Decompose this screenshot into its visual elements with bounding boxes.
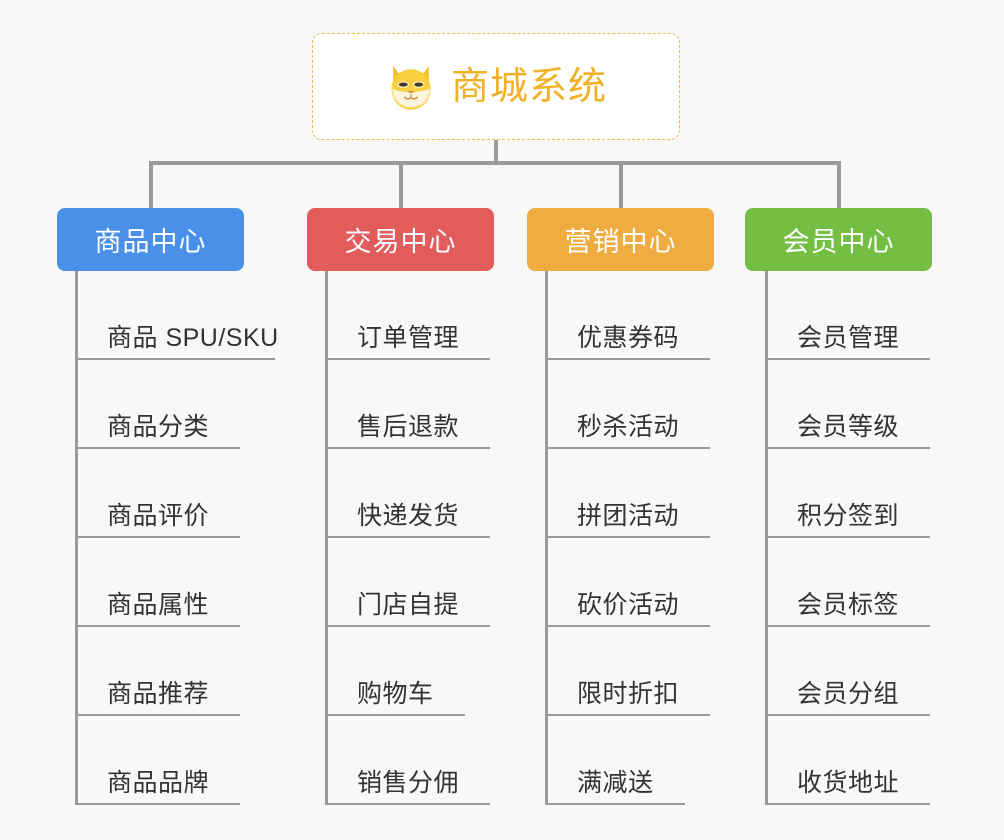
leaf-item-label: 收货地址 — [797, 768, 900, 797]
root-node[interactable]: 商城系统 — [312, 33, 680, 140]
leaf-item-label: 门店自提 — [357, 590, 460, 619]
branch-drop-line-1 — [149, 161, 153, 208]
leaf-item[interactable]: 销售分佣 — [325, 716, 490, 805]
branch-drop-line-3 — [619, 161, 623, 208]
leaf-item[interactable]: 购物车 — [325, 627, 465, 716]
leaf-item-label: 会员标签 — [797, 590, 900, 619]
leaf-item[interactable]: 收货地址 — [765, 716, 930, 805]
leaf-item[interactable]: 商品品牌 — [75, 716, 240, 805]
leaf-item[interactable]: 限时折扣 — [545, 627, 710, 716]
leaf-item-label: 销售分佣 — [357, 768, 460, 797]
leaf-item[interactable]: 积分签到 — [765, 449, 930, 538]
leaf-item-label: 会员管理 — [797, 323, 900, 352]
category-header-member[interactable]: 会员中心 — [745, 208, 932, 271]
leaf-rail-line — [325, 271, 328, 805]
leaf-item-label: 商品推荐 — [107, 679, 210, 708]
branch-drop-line-2 — [399, 161, 403, 208]
leaf-item[interactable]: 拼团活动 — [545, 449, 710, 538]
leaf-item-label: 购物车 — [357, 679, 434, 708]
leaf-item-label: 优惠券码 — [577, 323, 680, 352]
branch-drop-line-4 — [837, 161, 841, 208]
category-header-label: 会员中心 — [782, 227, 895, 257]
leaf-rail-line — [75, 271, 78, 805]
leaf-item[interactable]: 快递发货 — [325, 449, 490, 538]
leaf-item[interactable]: 砍价活动 — [545, 538, 710, 627]
leaf-item-label: 限时折扣 — [577, 679, 680, 708]
leaf-item-label: 商品分类 — [107, 412, 210, 441]
leaf-item-label: 会员等级 — [797, 412, 900, 441]
leaf-item-label: 快递发货 — [357, 501, 460, 530]
leaf-item[interactable]: 门店自提 — [325, 538, 490, 627]
leaf-item-label: 商品属性 — [107, 590, 210, 619]
leaf-item[interactable]: 会员标签 — [765, 538, 930, 627]
trunk-bar-line — [150, 161, 840, 165]
leaf-item-label: 订单管理 — [357, 323, 460, 352]
leaf-item-label: 满减送 — [577, 768, 654, 797]
category-header-trade[interactable]: 交易中心 — [307, 208, 494, 271]
leaf-item[interactable]: 商品评价 — [75, 449, 240, 538]
category-header-product[interactable]: 商品中心 — [57, 208, 244, 271]
leaf-item[interactable]: 商品分类 — [75, 360, 240, 449]
root-title: 商城系统 — [450, 65, 607, 108]
leaf-item-label: 会员分组 — [797, 679, 900, 708]
category-header-label: 营销中心 — [564, 227, 677, 257]
leaf-item[interactable]: 秒杀活动 — [545, 360, 710, 449]
leaf-item[interactable]: 会员分组 — [765, 627, 930, 716]
leaf-item-label: 商品评价 — [107, 501, 210, 530]
leaf-item[interactable]: 优惠券码 — [545, 271, 710, 360]
leaf-item[interactable]: 商品推荐 — [75, 627, 240, 716]
leaf-item-label: 售后退款 — [357, 412, 460, 441]
leaf-item-label: 商品 SPU/SKU — [107, 323, 279, 352]
root-stem-line — [494, 140, 498, 163]
category-header-label: 商品中心 — [94, 227, 207, 257]
leaf-item-label: 积分签到 — [797, 501, 900, 530]
leaf-item[interactable]: 商品属性 — [75, 538, 240, 627]
leaf-item-label: 砍价活动 — [577, 590, 680, 619]
leaf-rail-line — [545, 271, 548, 805]
leaf-item-label: 商品品牌 — [107, 768, 210, 797]
category-header-marketing[interactable]: 营销中心 — [527, 208, 714, 271]
leaf-item-label: 拼团活动 — [577, 501, 680, 530]
shiba-dog-face-icon — [391, 65, 431, 110]
leaf-item[interactable]: 商品 SPU/SKU — [75, 271, 278, 360]
leaf-item[interactable]: 订单管理 — [325, 271, 490, 360]
leaf-item[interactable]: 会员管理 — [765, 271, 930, 360]
leaf-item[interactable]: 满减送 — [545, 716, 685, 805]
leaf-item-label: 秒杀活动 — [577, 412, 680, 441]
category-header-label: 交易中心 — [344, 227, 457, 257]
leaf-rail-line — [765, 271, 768, 805]
leaf-item[interactable]: 售后退款 — [325, 360, 490, 449]
leaf-item[interactable]: 会员等级 — [765, 360, 930, 449]
